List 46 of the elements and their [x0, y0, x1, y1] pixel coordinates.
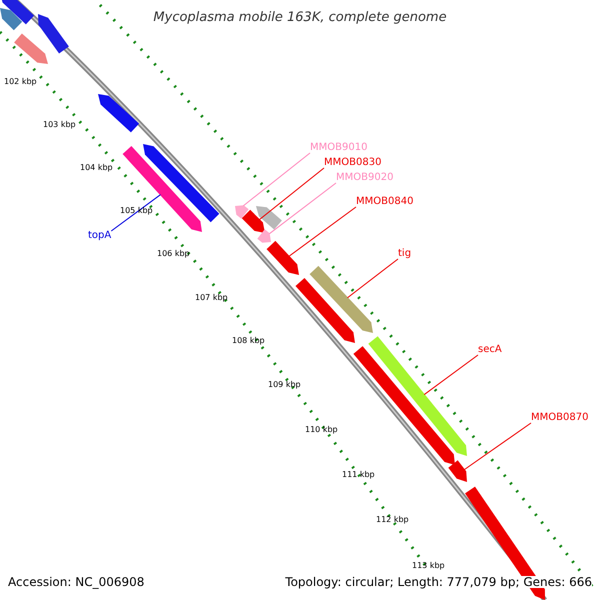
gene-label: MMOB0830	[324, 158, 382, 168]
title: Mycoplasma mobile 163K, complete genome	[152, 11, 448, 24]
gene-feature	[14, 34, 48, 64]
scale-label: 109 kbp	[268, 381, 301, 389]
scale-label: 110 kbp	[305, 426, 338, 434]
scale-label: 103 kbp	[43, 121, 76, 129]
gene-feature	[0, 8, 22, 30]
leader-line	[347, 258, 398, 298]
leader-line	[288, 206, 356, 257]
gene-feature	[122, 146, 202, 232]
leader-line	[424, 354, 478, 396]
scale-label: 105 kbp	[120, 207, 153, 215]
leader-line	[268, 182, 336, 234]
gene-feature	[368, 336, 467, 456]
gene-label: tig	[398, 249, 412, 259]
leader-line	[110, 194, 161, 232]
scale-label: 106 kbp	[157, 250, 190, 258]
gene-feature	[266, 240, 299, 275]
gene-label: MMOB9010	[310, 143, 368, 153]
scale-label: 108 kbp	[232, 337, 265, 345]
gene-feature	[448, 460, 467, 482]
gene-feature	[256, 206, 282, 230]
scale-label: 113 kbp	[412, 562, 445, 570]
leader-line	[258, 168, 324, 220]
gene-feature	[353, 346, 455, 465]
gene-label: topA	[88, 231, 112, 241]
gene-feature	[310, 266, 373, 333]
gene-feature	[242, 210, 265, 233]
scale-label: 104 kbp	[80, 164, 113, 172]
gene-feature	[38, 14, 69, 54]
scale-label: 111 kbp	[342, 471, 375, 479]
leader-line	[242, 152, 310, 206]
gene-label: secA	[478, 345, 502, 355]
leader-line	[464, 422, 532, 470]
gene-label: MMOB0840	[356, 197, 414, 207]
gene-feature	[0, 0, 34, 24]
gene-feature	[296, 278, 355, 343]
scale-label: 107 kbp	[195, 294, 228, 302]
scale-label: 102 kbp	[4, 78, 37, 86]
accession-note: Accession: NC_006908	[8, 576, 144, 588]
genome-summary: Topology: circular; Length: 777,079 bp; Genes: 666	[285, 576, 592, 588]
gene-feature	[235, 205, 249, 219]
scale-label: 112 kbp	[376, 516, 409, 524]
gene-label: MMOB9020	[336, 173, 394, 183]
gene-label: MMOB0870	[531, 413, 588, 423]
gene-feature	[98, 94, 140, 132]
